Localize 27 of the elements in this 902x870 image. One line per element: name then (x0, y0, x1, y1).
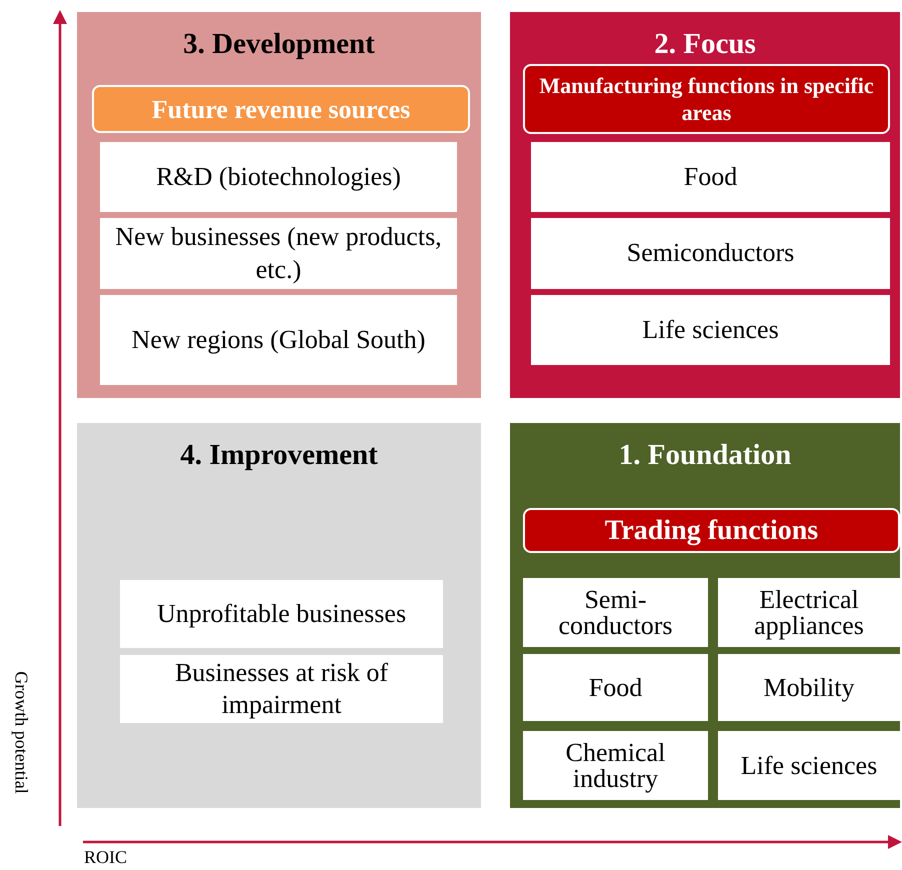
quadrant-heading: 1. Foundation (618, 438, 792, 473)
business-area-card: New regions (Global South) (100, 295, 457, 385)
axis-label: Growth potential (10, 671, 32, 794)
business-area-card: Electrical appliances (718, 578, 900, 647)
business-area-card: Life sciences (531, 295, 890, 365)
business-area-card: Life sciences (718, 731, 900, 800)
business-area-card: R&D (biotechnologies) (100, 142, 457, 212)
business-area-card: Semiconductors (531, 218, 890, 289)
quadrant-panel (77, 12, 481, 398)
business-area-card: New businesses (new products, etc.) (100, 218, 457, 289)
function-banner: Trading functions (523, 508, 900, 553)
quadrant-heading: 3. Development (182, 27, 376, 62)
business-area-card: Semi- conductors (523, 578, 708, 647)
business-area-card: Chemical industry (523, 731, 708, 800)
axis-label: ROIC (84, 846, 128, 868)
function-banner: Manufacturing functions in specific areas (523, 64, 890, 134)
quadrant-panel (77, 423, 481, 808)
quadrant-panel (510, 423, 900, 808)
business-area-card: Unprofitable businesses (120, 580, 443, 648)
quadrant-heading: 2. Focus (653, 27, 757, 62)
business-area-card: Businesses at risk of impairment (120, 655, 443, 723)
business-area-card: Mobility (718, 654, 900, 721)
function-banner: Future revenue sources (92, 85, 470, 133)
business-area-card: Food (531, 142, 890, 212)
business-area-card: Food (523, 654, 708, 721)
quadrant-heading: 4. Improvement (179, 438, 379, 473)
quadrant-panel (510, 12, 900, 398)
